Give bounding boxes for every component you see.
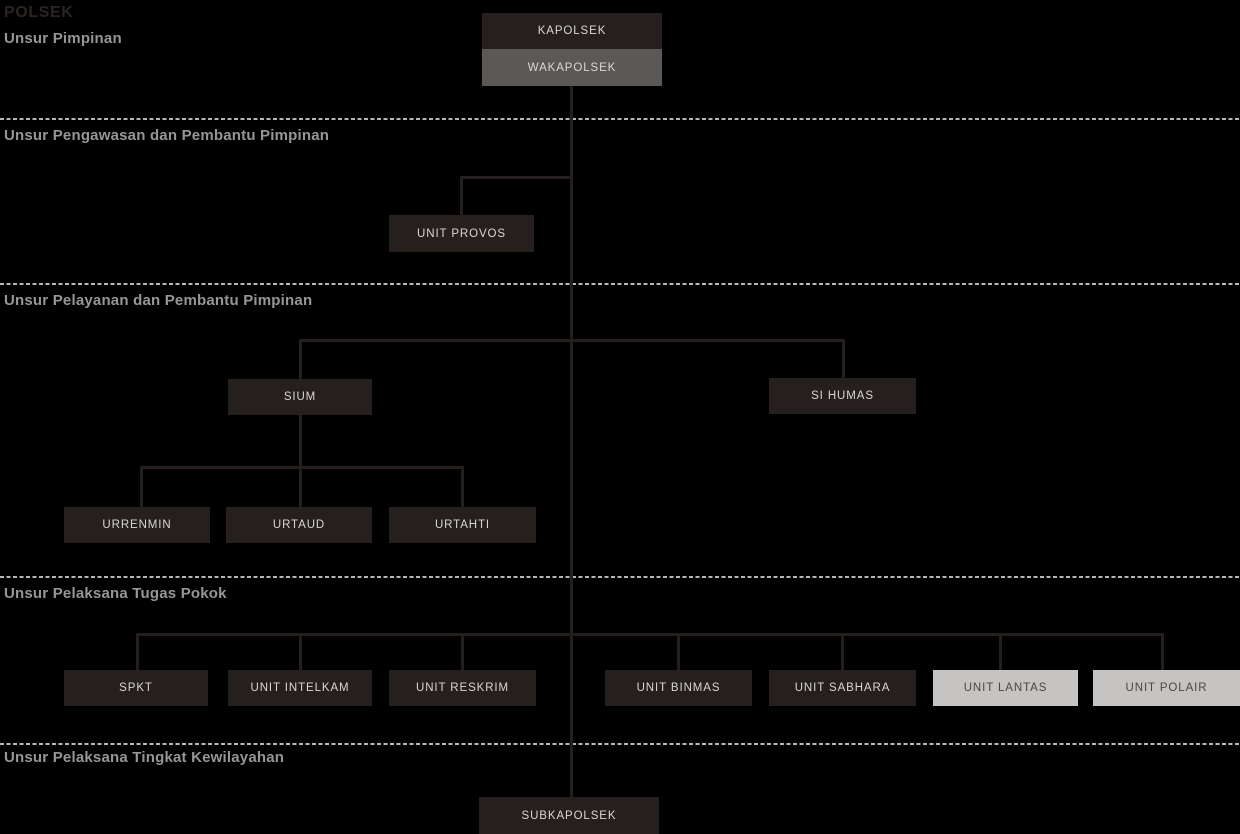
section-heading-pelayanan: Unsur Pelayanan dan Pembantu Pimpinan	[4, 292, 313, 309]
section-heading-kewilayahan: Unsur Pelaksana Tingkat Kewilayahan	[4, 749, 285, 766]
connector-urtahti-drop	[461, 466, 464, 507]
node-unit-intelkam: UNIT INTELKAM	[228, 670, 372, 706]
node-kapolsek: KAPOLSEK	[482, 13, 662, 49]
node-unit-polair: UNIT POLAIR	[1093, 670, 1240, 706]
node-unit-provos: UNIT PROVOS	[389, 215, 534, 252]
connector-sabhara-drop	[841, 633, 844, 670]
node-unit-reskrim: UNIT RESKRIM	[389, 670, 536, 706]
section-divider-3	[0, 576, 1240, 578]
connector-sihumas-drop	[842, 339, 845, 378]
node-spkt: SPKT	[64, 670, 208, 706]
connector-spkt-drop	[136, 633, 139, 670]
section-divider-1	[0, 118, 1240, 120]
connector-sium-children-h	[140, 466, 464, 469]
section-heading-pimpinan: Unsur Pimpinan	[4, 30, 122, 47]
connector-row4-h	[136, 633, 1164, 636]
node-sium: SIUM	[228, 379, 372, 415]
connector-provos-h	[460, 176, 573, 179]
connector-intelkam-drop	[299, 633, 302, 670]
connector-provos-drop	[460, 176, 463, 215]
connector-urtaud-drop	[299, 466, 302, 507]
node-wakapolsek: WAKAPOLSEK	[482, 49, 662, 86]
connector-row3-h	[299, 339, 845, 342]
node-subkapolsek: SUBKAPOLSEK	[479, 797, 659, 834]
node-unit-binmas: UNIT BINMAS	[605, 670, 752, 706]
node-si-humas: SI HUMAS	[769, 378, 916, 414]
connector-binmas-drop	[677, 633, 680, 670]
connector-main-trunk	[570, 86, 573, 797]
section-divider-2	[0, 283, 1240, 285]
node-urtaud: URTAUD	[226, 507, 372, 543]
node-unit-sabhara: UNIT SABHARA	[769, 670, 916, 706]
section-divider-4	[0, 743, 1240, 745]
connector-urrenmin-drop	[140, 466, 143, 507]
connector-sium-drop	[299, 339, 302, 379]
connector-lantas-drop	[999, 633, 1002, 670]
section-heading-pengawasan: Unsur Pengawasan dan Pembantu Pimpinan	[4, 127, 330, 144]
connector-polair-drop	[1161, 633, 1164, 670]
connector-sium-down	[299, 415, 302, 468]
connector-reskrim-drop	[461, 633, 464, 670]
section-heading-tugas-pokok: Unsur Pelaksana Tugas Pokok	[4, 585, 227, 602]
page-title: POLSEK	[4, 4, 74, 21]
node-urtahti: URTAHTI	[389, 507, 536, 543]
node-unit-lantas: UNIT LANTAS	[933, 670, 1078, 706]
node-urrenmin: URRENMIN	[64, 507, 210, 543]
